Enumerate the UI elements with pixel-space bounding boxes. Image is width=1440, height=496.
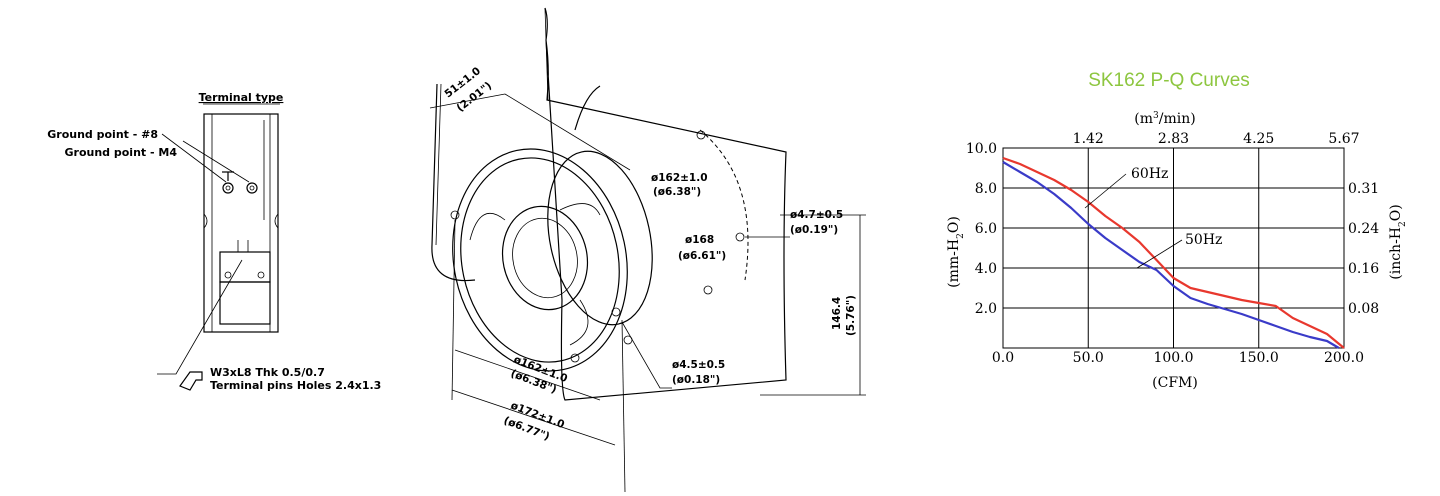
- top-tick-labels: 1.42 2.83 4.25 5.67: [1073, 131, 1360, 147]
- panel-hole-right: [735, 232, 745, 242]
- label-pins-line1: W3xL8 Thk 0.5/0.7: [210, 366, 325, 379]
- dim-ext-right: [621, 319, 626, 493]
- right-tick-label: 0.31: [1348, 181, 1379, 197]
- label-50hz: 50Hz: [1185, 232, 1222, 248]
- housing-notch-left: [203, 213, 208, 229]
- dim-d45: ø4.5±0.5: [672, 359, 725, 371]
- x-tick-label: 100.0: [1153, 350, 1193, 366]
- top-tick-label: 2.83: [1158, 131, 1189, 147]
- terminal-screw-a: [224, 271, 232, 279]
- dim-d172-line: [451, 389, 616, 446]
- label-ground-8: Ground point - #8: [47, 128, 158, 141]
- ring-hole-br: [611, 307, 621, 317]
- panel-hole-top: [696, 130, 706, 140]
- y-tick-label: 6.0: [975, 221, 997, 237]
- ring-hole-bl: [570, 353, 580, 363]
- fan-ring-inner: [460, 157, 620, 363]
- terminal-view: Terminal type Ground point - #8 Ground p…: [47, 91, 381, 392]
- terminal-pin-icon: [179, 371, 203, 391]
- ground-point-m4: [246, 182, 258, 194]
- top-tick-label: 4.25: [1243, 131, 1274, 147]
- y-tick-label: 8.0: [975, 181, 997, 197]
- terminal-screw-b: [257, 271, 265, 279]
- dim-height-inch: (5.76"): [845, 295, 857, 336]
- motor-cylinder: [574, 85, 601, 131]
- x-axis-label: (CFM): [1152, 375, 1198, 391]
- x-tick-label: 0.0: [992, 350, 1014, 366]
- leader-ground-m4: [182, 140, 250, 183]
- fan-blade-3: [559, 203, 601, 216]
- right-tick-label: 0.16: [1348, 261, 1379, 277]
- terminal-title: Terminal type: [199, 91, 284, 104]
- label-ground-m4: Ground point - M4: [65, 146, 178, 159]
- label-pins-line2: Terminal pins Holes 2.4x1.3: [210, 379, 381, 392]
- x-tick-label: 50.0: [1073, 350, 1104, 366]
- ground-point-m4-inner: [249, 185, 255, 191]
- dim-ext-left: [451, 219, 456, 401]
- mounting-panel: [544, 7, 787, 401]
- housing-notch-right: [274, 213, 279, 229]
- dim-d45-inch: (ø0.18"): [672, 374, 720, 386]
- leader-50hz: [1136, 239, 1183, 269]
- label-60hz: 60Hz: [1131, 166, 1168, 182]
- fan-back-ring: [547, 150, 653, 326]
- fan-cable: [431, 83, 476, 282]
- dim-d47-inch: (ø0.19"): [790, 224, 838, 236]
- leader-60hz: [1084, 173, 1127, 209]
- x-tick-label: 200.0: [1324, 350, 1364, 366]
- fan-hub-inner: [512, 217, 578, 299]
- dim-d168-inch: (ø6.61"): [678, 250, 726, 262]
- terminal-base: [219, 281, 271, 325]
- series-line-60Hz: [1002, 156, 1345, 349]
- right-tick-label: 0.08: [1348, 301, 1379, 317]
- pq-chart: SK162 P-Q Curves (m3/min) 0.0 50.0 100.0 15…: [946, 70, 1408, 391]
- leader-pins: [157, 259, 243, 375]
- chart-title: SK162 P-Q Curves: [1088, 70, 1250, 91]
- terminal-housing: [203, 113, 279, 333]
- y-tick-label: 10.0: [966, 141, 997, 157]
- dim-d162-top-inch: (ø6.38"): [653, 186, 701, 198]
- dim-d162-bottom-line: [454, 349, 601, 401]
- right-tick-label: 0.24: [1348, 221, 1379, 237]
- fan-blade-1: [469, 213, 506, 241]
- top-tick-label: 5.67: [1328, 131, 1359, 147]
- series-layer: [1002, 156, 1345, 349]
- ground-point-8: [222, 182, 234, 194]
- dim-depth-line: [429, 93, 506, 109]
- leader-ground-8: [161, 133, 227, 183]
- dim-d162-top: ø162±1.0: [651, 172, 708, 184]
- top-axis-label: (m3/min): [1134, 111, 1195, 127]
- x-tick-labels: 0.0 50.0 100.0 150.0 200.0: [992, 350, 1364, 366]
- dim-height: 146.4: [831, 297, 843, 330]
- y-axis-label-right: (inch-H2O): [1388, 204, 1408, 279]
- series-line-50Hz: [1002, 161, 1340, 349]
- y-axis-label-left: (mm-H2O): [946, 216, 966, 288]
- fan-ring-outer: [452, 148, 628, 372]
- dim-depth-ext: [504, 93, 631, 171]
- y-tick-labels: 2.0 4.0 6.0 8.0 10.0: [966, 141, 997, 317]
- dim-d168: ø168: [685, 234, 714, 246]
- ground-point-8-inner: [225, 185, 231, 191]
- dim-d45-leader: [621, 321, 672, 389]
- gridlines: [1003, 148, 1344, 348]
- fan-view: 51±1.0 (2.01") ø162±1.0 (ø6.38") ø168 (ø…: [429, 7, 866, 493]
- fan-hub: [501, 205, 589, 311]
- ring-hole-tl: [450, 210, 460, 220]
- top-tick-label: 1.42: [1073, 131, 1104, 147]
- x-tick-label: 150.0: [1239, 350, 1279, 366]
- panel-hole-bottom: [703, 285, 713, 295]
- y-tick-label: 2.0: [975, 301, 997, 317]
- panel-edge: [544, 7, 549, 101]
- fan-blade-2: [569, 299, 589, 346]
- y-tick-label: 4.0: [975, 261, 997, 277]
- right-tick-labels: 0.08 0.16 0.24 0.31: [1348, 181, 1379, 317]
- fan-cable-inner: [435, 83, 442, 246]
- panel-hole-circle: [699, 129, 749, 281]
